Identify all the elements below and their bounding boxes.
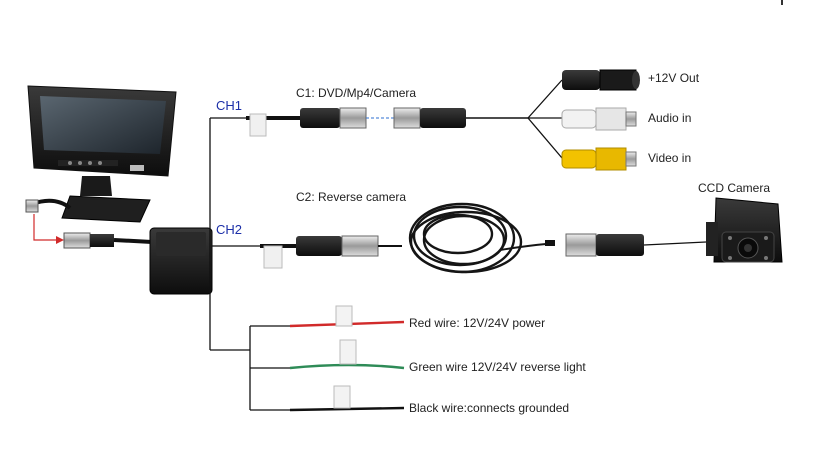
red-wire-label: Red wire: 12V/24V power xyxy=(409,316,546,330)
ch1-label: CH1 xyxy=(216,98,243,113)
black-wire xyxy=(289,385,405,412)
corner-mark xyxy=(781,0,783,5)
power-connector xyxy=(562,69,640,91)
red-wire xyxy=(289,305,405,328)
ch2-camera-plug xyxy=(545,233,707,257)
audio-connector xyxy=(561,107,637,131)
monitor-plug xyxy=(25,198,72,213)
audio-input-label: Audio in xyxy=(648,111,692,125)
adapter-cable xyxy=(63,232,153,249)
signal-arrow xyxy=(33,214,64,244)
power-output-label: +12V Out xyxy=(648,71,700,85)
green-wire-label: Green wire 12V/24V reverse light xyxy=(409,360,586,374)
ch2-label: CH2 xyxy=(216,222,243,237)
c2-title: C2: Reverse camera xyxy=(296,190,407,204)
trunk-wiring xyxy=(209,117,290,411)
ccd-camera xyxy=(706,197,783,263)
black-wire-label: Black wire:connects grounded xyxy=(409,401,570,415)
monitor xyxy=(27,85,177,223)
video-connector xyxy=(561,147,637,171)
c1-title: C1: DVD/Mp4/Camera xyxy=(296,86,417,100)
ch1-cable xyxy=(246,107,528,137)
extension-coil xyxy=(408,202,547,274)
camera-title: CCD Camera xyxy=(698,181,771,195)
ch1-breakout xyxy=(527,79,563,159)
green-wire xyxy=(289,339,405,370)
ch2-cable xyxy=(260,235,402,269)
video-input-label: Video in xyxy=(648,151,692,165)
junction-box xyxy=(149,227,213,295)
